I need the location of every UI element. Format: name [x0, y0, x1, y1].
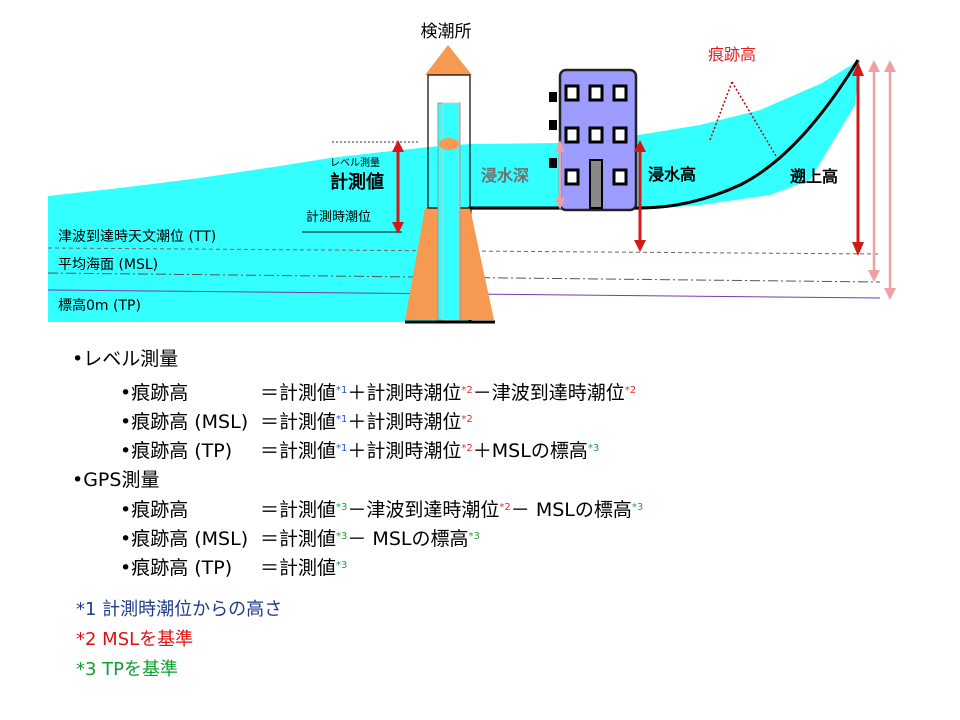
- formula-row: •痕跡高 (MSL)＝計測値*1＋計測時潮位*2: [120, 411, 473, 433]
- building-side-windows: [549, 92, 557, 168]
- tower-shaft: [437, 102, 461, 321]
- measured-value-label: 計測値: [330, 171, 384, 193]
- station-label: 検潮所: [421, 22, 472, 42]
- gps-survey-heading: •GPS測量: [72, 469, 160, 491]
- footnote-1: *1 計測時潮位からの高さ: [76, 599, 283, 620]
- formula-row: •痕跡高＝計測値*3－津波到達時潮位*2－ MSLの標高*3: [120, 499, 644, 521]
- msl-line-label: 平均海面 (MSL): [58, 257, 158, 273]
- ground-line: [468, 59, 860, 322]
- tide-measurement-diagram: 検潮所 痕跡高 レベル測量 計測値 計測時潮位 浸水深 浸水高 遡上高 津波到達…: [47, 22, 896, 324]
- trace-height-msl-arrow: [868, 60, 880, 282]
- formula-row: •痕跡高 (MSL)＝計測値*3－ MSLの標高*3: [120, 528, 480, 550]
- footnote-2: *2 MSLを基準: [76, 629, 194, 650]
- building-door: [589, 159, 603, 209]
- inundation-depth-label: 浸水深: [481, 166, 529, 185]
- inundation-height-arrow: [634, 140, 646, 252]
- formula-row: •痕跡高 (TP)＝計測値*1＋計測時潮位*2＋MSLの標高*3: [120, 440, 600, 462]
- measured-tide-label: 計測時潮位: [306, 209, 371, 225]
- tower-roof: [425, 45, 472, 75]
- trace-height-tp-arrow: [884, 60, 896, 300]
- formula-row: •痕跡高＝計測値*1＋計測時潮位*2－津波到達時潮位*2: [120, 382, 637, 404]
- footnote-3: *3 TPを基準: [76, 659, 179, 680]
- level-survey-heading: •レベル測量: [72, 348, 179, 370]
- formula-row: •痕跡高 (TP)＝計測値*3: [120, 557, 348, 579]
- measured-value-arrow: [392, 140, 404, 234]
- level-survey-small-label: レベル測量: [330, 156, 380, 169]
- inundation-depth-arrow: [555, 140, 565, 210]
- tt-line-label: 津波到達時天文潮位 (TT): [58, 229, 216, 245]
- building-windows: [564, 84, 628, 186]
- tower-inner: [442, 102, 460, 321]
- trace-height-label: 痕跡高: [708, 45, 756, 64]
- tp-line-label: 標高0m (TP): [58, 297, 141, 314]
- runup-height-arrow: [852, 62, 864, 256]
- inundation-height-label: 浸水高: [648, 165, 696, 184]
- runup-height-label: 遡上高: [790, 167, 838, 186]
- tide-float: [439, 138, 459, 150]
